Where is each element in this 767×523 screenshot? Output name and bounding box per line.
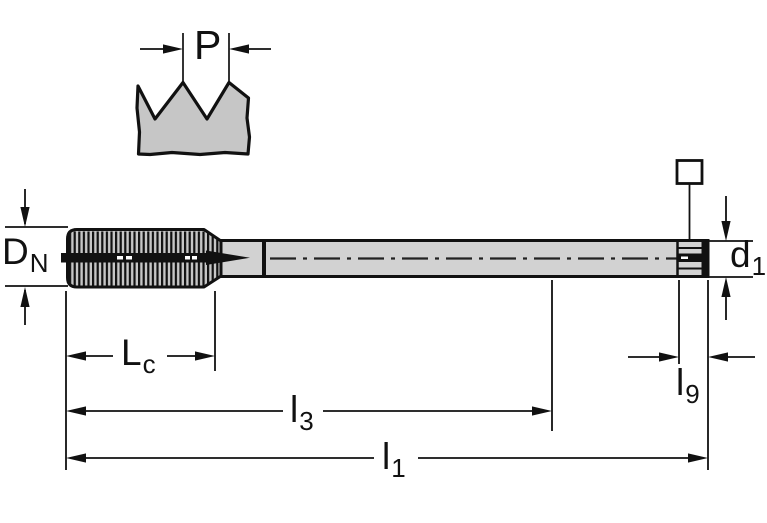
tap-tip-cone xyxy=(206,250,250,265)
dimension-lc xyxy=(65,291,216,470)
thread-core-band xyxy=(61,253,211,263)
square-drive-core xyxy=(678,253,702,262)
arrowhead xyxy=(659,352,679,362)
arrowhead xyxy=(66,406,86,416)
label-overall-length: l1 xyxy=(382,436,406,483)
dimension-d1 xyxy=(705,196,753,320)
dimension-l1 xyxy=(66,280,709,470)
core-band-mark xyxy=(681,256,688,259)
thread-profile-symbol xyxy=(135,33,271,157)
core-band-mark xyxy=(126,256,132,260)
arrowhead xyxy=(20,207,30,227)
dimension-dn xyxy=(5,189,68,325)
label-nominal-diameter: DN xyxy=(2,231,49,278)
arrowhead xyxy=(66,351,86,361)
tap-end-cap xyxy=(701,239,710,278)
dimension-l9 xyxy=(628,280,755,364)
arrowhead xyxy=(532,406,552,416)
label-pitch: P xyxy=(194,22,222,68)
arrowhead xyxy=(708,352,728,362)
dimension-l3 xyxy=(66,280,553,431)
arrowhead xyxy=(66,453,86,463)
arrowhead xyxy=(721,277,731,297)
label-shank-diameter: d1 xyxy=(730,234,767,281)
label-thread-length: Lc xyxy=(121,332,156,379)
tap-drawing xyxy=(61,159,710,289)
thread-profile-shape xyxy=(135,80,252,157)
core-band-mark xyxy=(192,256,197,260)
arrowhead xyxy=(688,453,708,463)
core-band-mark xyxy=(117,256,123,260)
arrowhead xyxy=(721,221,731,241)
arrowhead xyxy=(163,44,183,54)
core-band-mark xyxy=(185,256,190,260)
arrowhead xyxy=(20,287,30,307)
label-length-l3: l3 xyxy=(290,389,314,436)
arrowhead xyxy=(229,44,249,54)
label-square-length: l9 xyxy=(676,362,700,409)
arrowhead xyxy=(195,351,215,361)
square-drive-icon xyxy=(675,159,704,185)
